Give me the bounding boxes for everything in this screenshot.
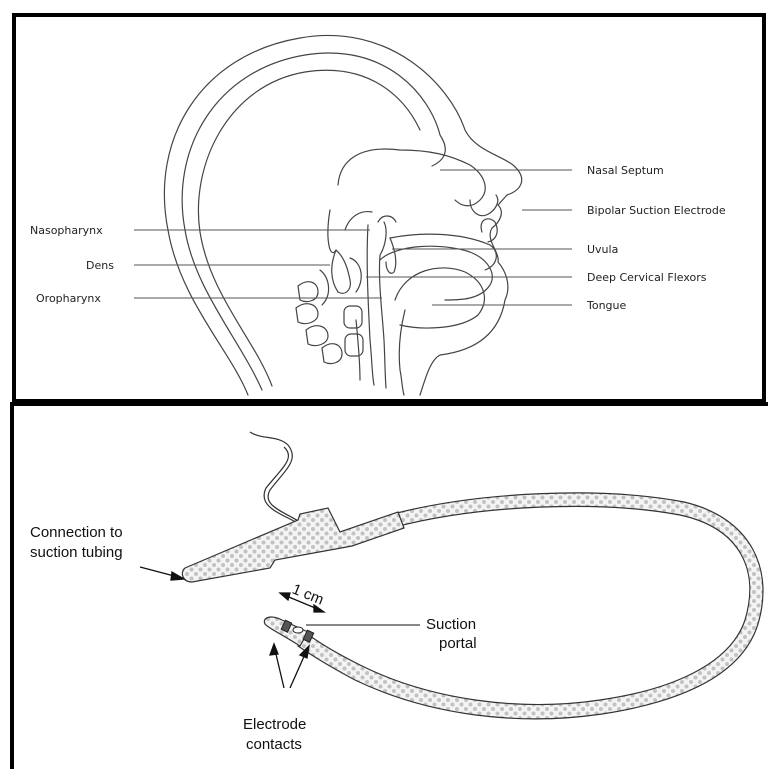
label-electrode-line2: contacts <box>246 736 302 753</box>
uvula-outline <box>386 238 396 273</box>
label-uvula: Uvula <box>587 243 618 256</box>
label-deep-cervical-flexors: Deep Cervical Flexors <box>587 271 707 284</box>
label-nasal-septum: Nasal Septum <box>587 164 664 177</box>
suction-connector-handle <box>182 508 404 582</box>
vertebra <box>344 306 362 328</box>
palate-outline <box>390 234 496 270</box>
pharynx-wall <box>367 225 374 385</box>
label-bipolar-suction-electrode: Bipolar Suction Electrode <box>587 204 726 217</box>
label-nasopharynx: Nasopharynx <box>30 224 103 237</box>
suction-portal-opening <box>293 627 303 633</box>
vertebra <box>345 334 363 356</box>
dens <box>332 250 351 293</box>
vertebra-process <box>298 282 318 302</box>
vertebra-process <box>306 326 328 346</box>
label-dens: Dens <box>86 259 114 272</box>
bottom-panel: Connection to suction tubing 1 cm Suctio… <box>10 404 768 769</box>
head-sagittal-drawing <box>164 35 521 395</box>
head-outline <box>164 35 521 395</box>
vertebra-process <box>296 304 318 324</box>
label-connection-line2: suction tubing <box>30 544 123 561</box>
skull-inner-outline <box>182 53 445 390</box>
nasal-cavity-outline <box>338 149 485 206</box>
arrow-electrode-1 <box>275 650 284 688</box>
label-oropharynx: Oropharynx <box>36 292 101 305</box>
arrow-electrode-2 <box>290 652 306 688</box>
vertebra-process <box>322 344 342 364</box>
label-electrode-line1: Electrode <box>243 716 306 733</box>
label-connection-line1: Connection to <box>30 524 123 541</box>
label-suction-line2: portal <box>439 635 477 652</box>
top-panel: Nasal Septum Bipolar Suction Electrode N… <box>14 15 764 401</box>
label-suction-line1: Suction <box>426 616 476 633</box>
label-tongue: Tongue <box>586 299 627 312</box>
